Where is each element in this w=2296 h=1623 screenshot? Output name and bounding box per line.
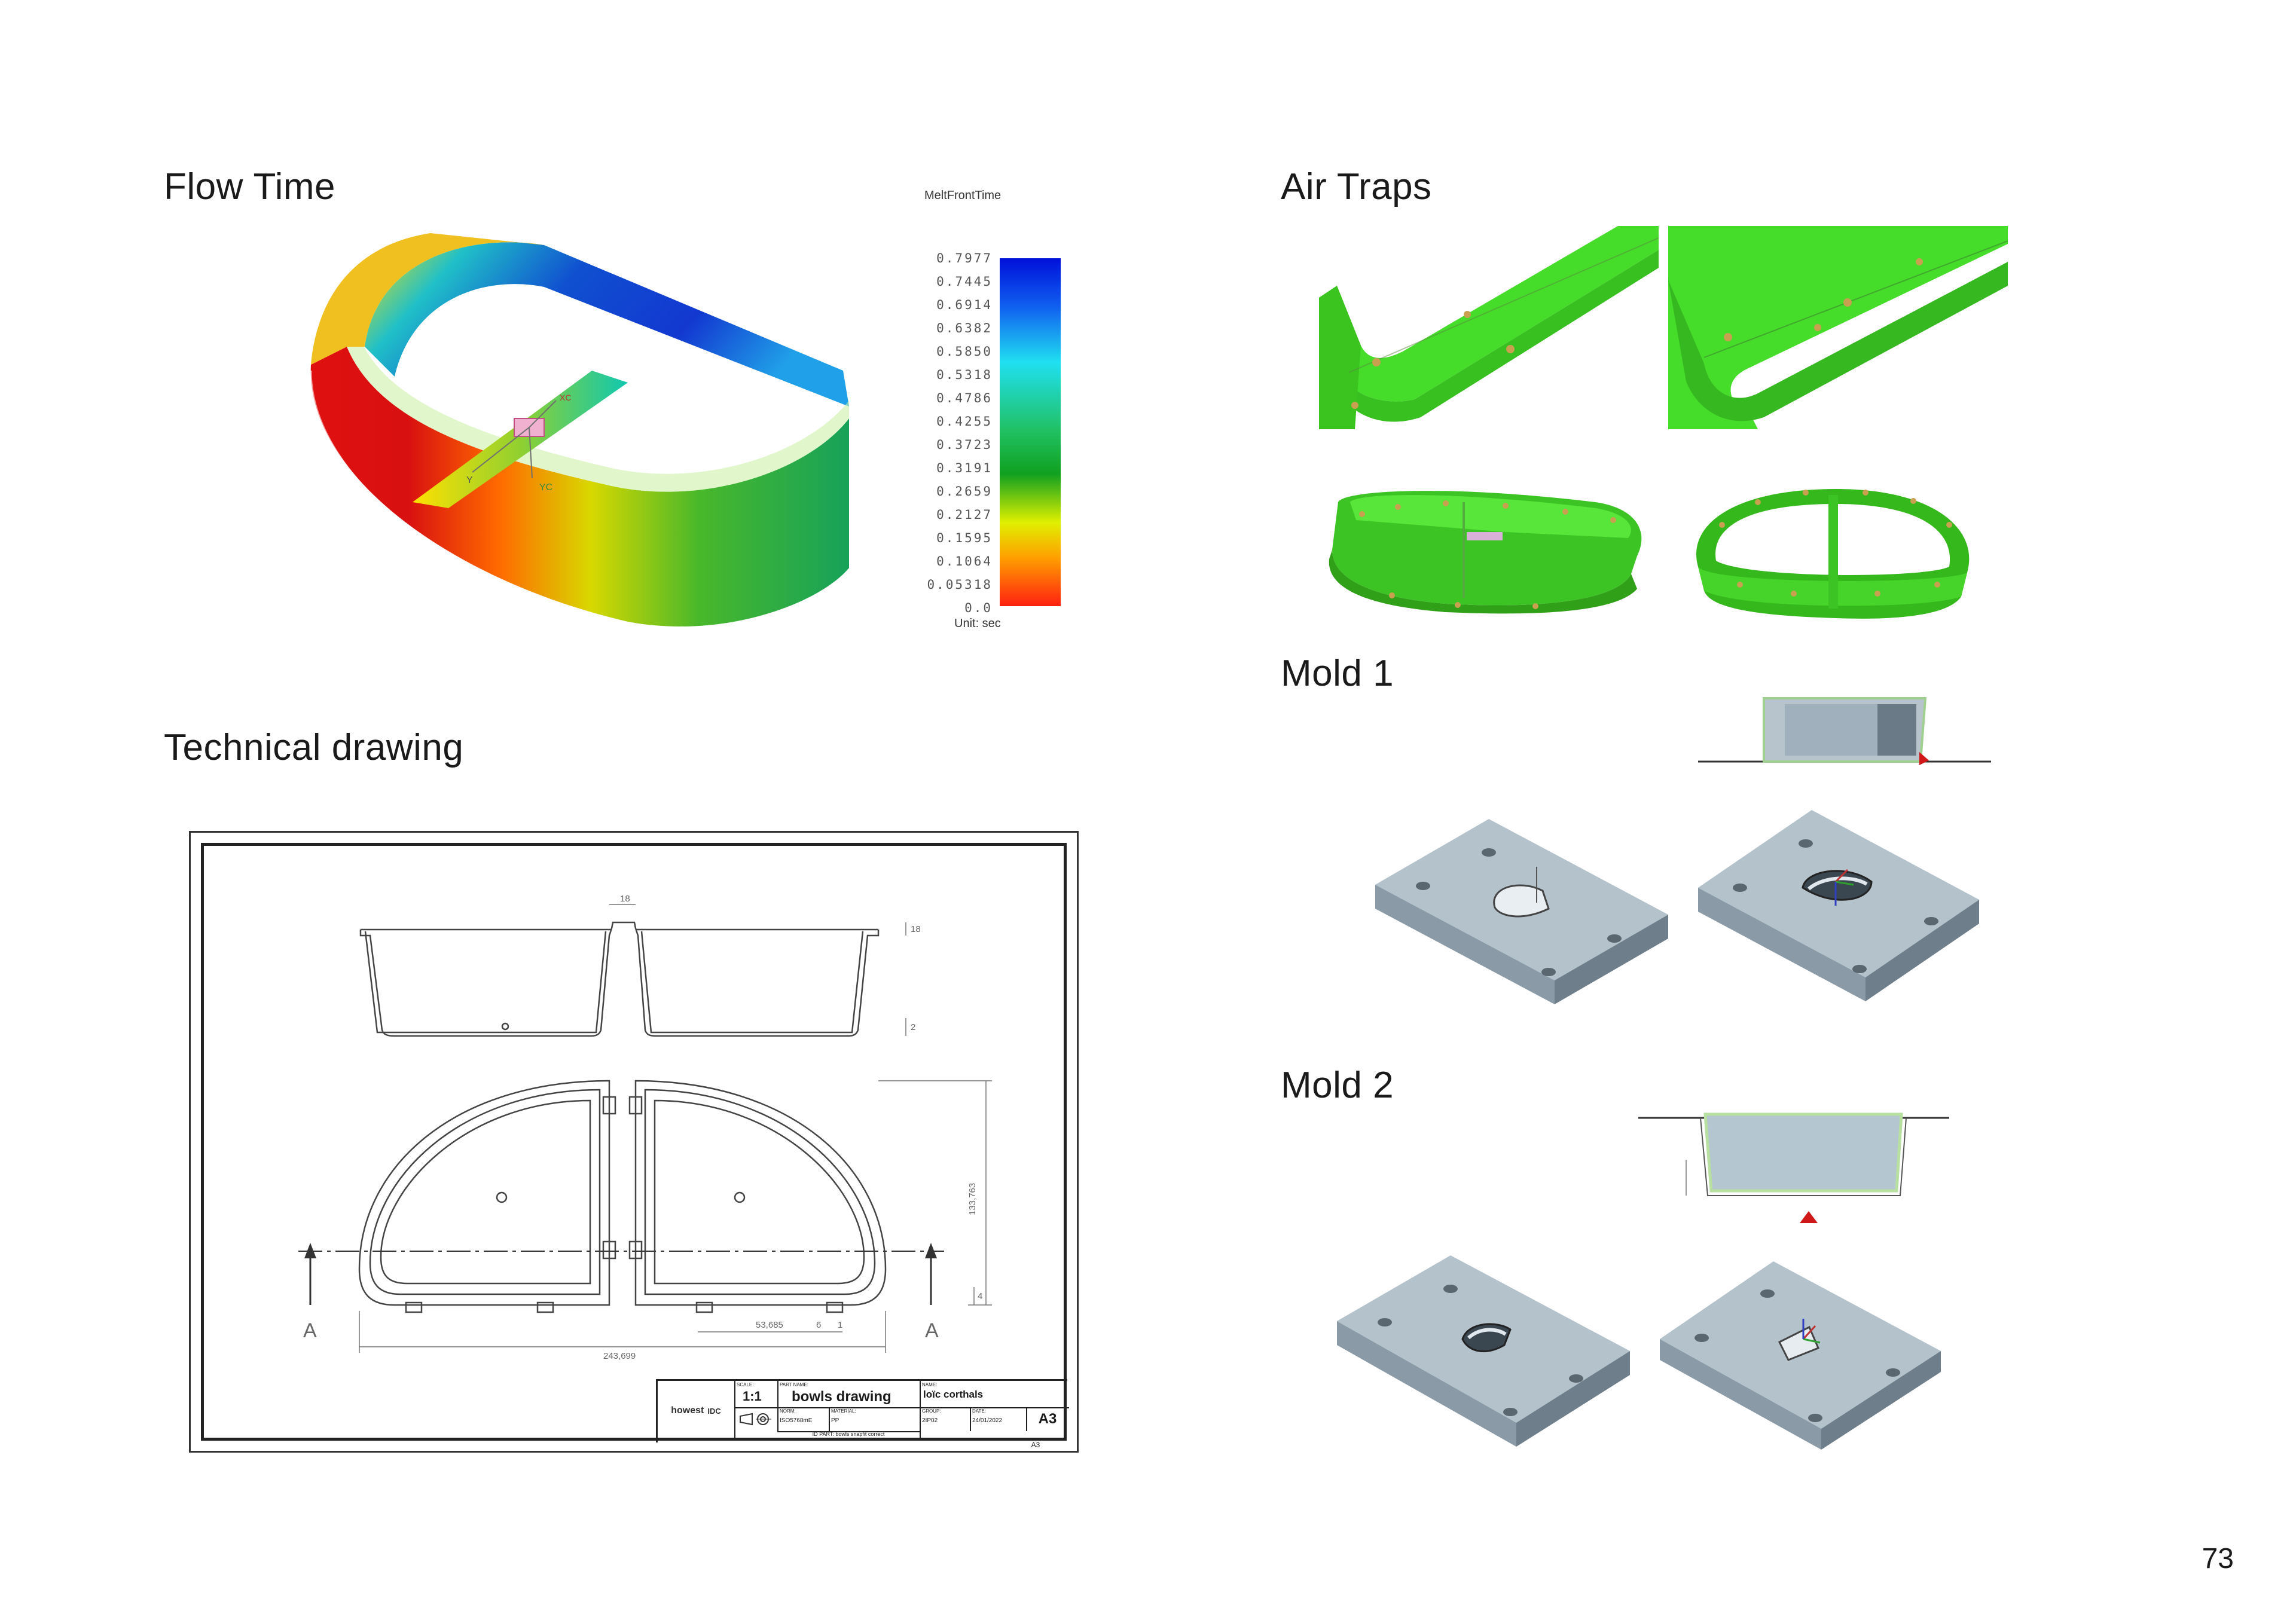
part-name-label: PART NAME: bbox=[780, 1382, 809, 1387]
mold2-plate-b bbox=[1660, 1261, 1947, 1453]
sheet-size: A3 bbox=[1038, 1411, 1057, 1427]
legend-unit: Unit: sec bbox=[954, 617, 1001, 630]
air-trap-detail-1 bbox=[1319, 226, 1659, 429]
section-label-a-right: A bbox=[925, 1319, 939, 1342]
mold1-heading: Mold 1 bbox=[1281, 653, 1394, 694]
legend-tick-label: 0.2659 bbox=[936, 484, 993, 499]
legend-tick-label: 0.4255 bbox=[936, 414, 993, 429]
legend-tick-label: 0.7445 bbox=[936, 274, 993, 289]
dim-6: 6 bbox=[816, 1320, 821, 1330]
legend-ticks: 0.7977 0.7445 0.6914 0.6382 0.5850 0.5318 0.47… bbox=[903, 251, 993, 622]
scale-label: SCALE: bbox=[737, 1382, 754, 1387]
material-label: MATERIAL: bbox=[831, 1408, 856, 1414]
norm-label: NORM: bbox=[780, 1408, 796, 1414]
axis-y-label: Y bbox=[466, 475, 473, 485]
technical-drawing-sheet: 18 18 2 133,763 53,685 6 1 4 243,699 A A… bbox=[189, 831, 1079, 1453]
legend-tick-label: 0.05318 bbox=[927, 577, 993, 592]
air-trap-overview-1 bbox=[1326, 478, 1649, 616]
flow-time-model: Y YC XC bbox=[293, 221, 867, 664]
legend-tick-label: 0.6382 bbox=[936, 321, 993, 335]
legend-colorbar bbox=[1000, 258, 1061, 606]
mold1-section bbox=[1698, 695, 1991, 778]
air-trap-overview-2 bbox=[1686, 477, 1979, 621]
mold2-section bbox=[1638, 1100, 1949, 1225]
legend-tick-label: 0.3723 bbox=[936, 438, 993, 452]
author-name: loïc corthals bbox=[923, 1389, 984, 1400]
legend-tick-label: 0.1595 bbox=[936, 531, 993, 545]
group-label: GROUP: bbox=[922, 1408, 941, 1414]
idc-logo: IDC bbox=[707, 1406, 721, 1416]
dim-18-right: 18 bbox=[911, 924, 921, 934]
legend-tick-label: 0.2127 bbox=[936, 508, 993, 522]
dim-243: 243,699 bbox=[603, 1351, 636, 1361]
technical-drawing-heading: Technical drawing bbox=[164, 727, 464, 768]
group-value: 2IP02 bbox=[922, 1417, 938, 1424]
scale-value: 1:1 bbox=[743, 1389, 762, 1404]
legend-tick-label: 0.5318 bbox=[936, 368, 993, 382]
legend-tick-label: 0.5850 bbox=[936, 344, 993, 359]
dim-1: 1 bbox=[838, 1320, 842, 1330]
legend-tick-label: 0.1064 bbox=[936, 554, 993, 568]
date-label: DATE: bbox=[972, 1408, 986, 1414]
air-traps-heading: Air Traps bbox=[1281, 166, 1432, 207]
dim-53: 53,685 bbox=[756, 1320, 783, 1330]
axis-yc-label: YC bbox=[539, 482, 552, 493]
mold2-plate-a bbox=[1337, 1255, 1636, 1453]
dim-2: 2 bbox=[911, 1022, 915, 1032]
sheet-size-bottom: A3 bbox=[1031, 1441, 1040, 1449]
name-label: NAME: bbox=[922, 1382, 938, 1387]
legend-tick-label: 0.7977 bbox=[936, 251, 993, 265]
howest-logo: howest bbox=[671, 1405, 704, 1416]
norm-value: ISO5768mE bbox=[780, 1417, 813, 1424]
title-block: howest IDC SCALE: 1:1 PART NAME: bowls d… bbox=[656, 1379, 1069, 1449]
axis-xc-label: XC bbox=[560, 393, 571, 402]
page-number: 73 bbox=[2202, 1543, 2234, 1575]
part-name: bowls drawing bbox=[792, 1389, 891, 1405]
legend-tick-label: 0.6914 bbox=[936, 298, 993, 312]
material-value: PP bbox=[831, 1417, 839, 1424]
section-label-a-left: A bbox=[303, 1319, 317, 1342]
legend-tick-label: 0.4786 bbox=[936, 391, 993, 405]
legend-tick-label: 0.0 bbox=[964, 601, 993, 615]
dim-4: 4 bbox=[978, 1291, 982, 1301]
mold1-plate-b bbox=[1698, 810, 1985, 1007]
legend-title: MeltFrontTime bbox=[924, 189, 1002, 202]
flow-time-heading: Flow Time bbox=[164, 166, 335, 207]
mold1-plate-a bbox=[1375, 819, 1674, 1010]
dim-133: 133,763 bbox=[967, 1183, 978, 1215]
mold2-heading: Mold 2 bbox=[1281, 1065, 1394, 1106]
id-part: ID PART: bowls snapfit correct bbox=[777, 1431, 921, 1441]
date-value: 24/01/2022 bbox=[972, 1417, 1003, 1424]
air-trap-detail-2 bbox=[1668, 226, 2008, 429]
drawing-frame bbox=[201, 843, 1067, 1441]
projection-symbol-icon bbox=[740, 1413, 771, 1426]
dim-18-top: 18 bbox=[620, 894, 630, 904]
legend-tick-label: 0.3191 bbox=[936, 461, 993, 475]
